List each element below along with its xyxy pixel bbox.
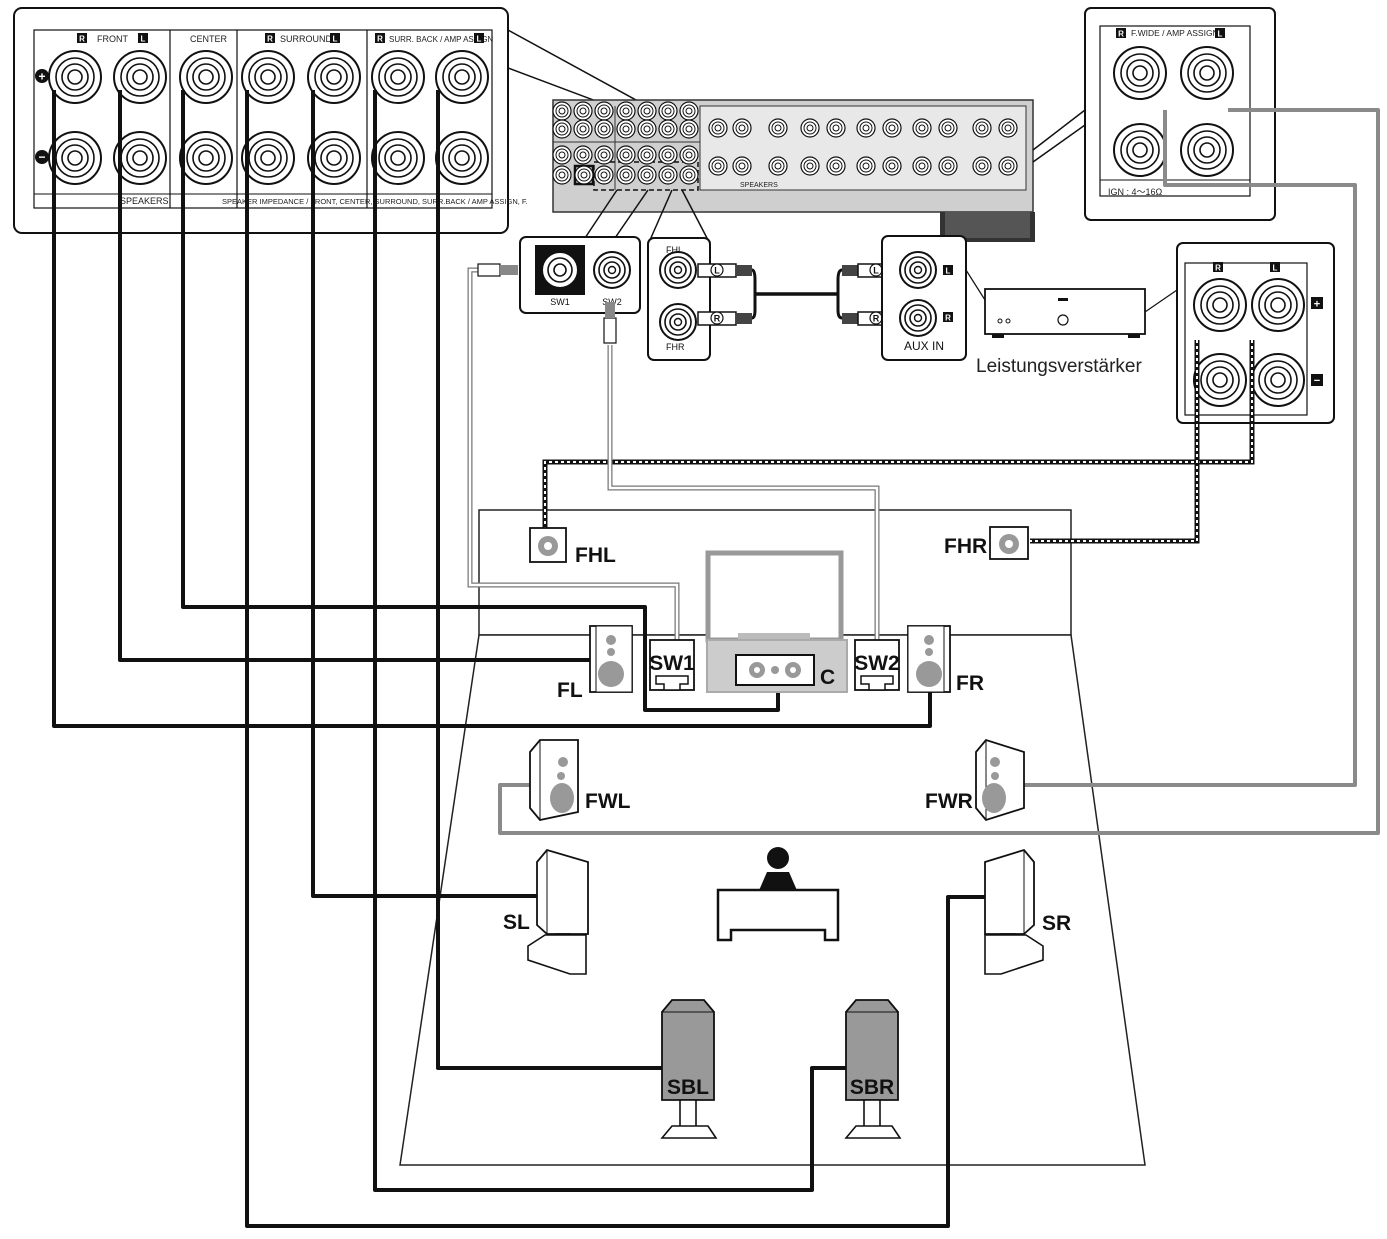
front-height-speaker-cables [542,340,1255,544]
listener-sofa [716,847,840,942]
svg-text:−: − [1314,375,1320,387]
sw1-jack-label: SW1 [550,297,570,307]
label-fwr: FWR [925,790,973,813]
aux-r-badge: R [945,314,951,323]
aux-in-callout: L R AUX IN [881,235,967,361]
speaker-sl: SL [503,848,589,975]
label-fl: FL [557,679,583,702]
fwide-title: F.WIDE / AMP ASSIGN [1131,28,1219,38]
speaker-sbl: SBL [660,999,718,1139]
fhl-jack-label: FHL [666,245,683,255]
amp-name-label: Leistungsverstärker [976,356,1142,377]
r-badge-surround: R [267,35,273,44]
l-badge-surround: L [333,35,338,44]
label-sbr: SBR [850,1076,894,1099]
surr-back-label: SURR. BACK / AMP ASSIGN [389,35,494,44]
power-amplifier: Leistungsverstärker [976,288,1146,377]
aux-in-label: AUX IN [904,339,944,353]
svg-text:+: + [1314,299,1320,311]
l-badge-front: L [141,35,146,44]
left-speaker-terminal-panel: R FRONT L CENTER R SURROUND L R SURR. BA… [13,7,528,234]
label-sbl: SBL [667,1076,709,1099]
label-sl: SL [503,911,530,934]
receiver-back-panel: SPEAKERS [552,99,1035,242]
svg-text:R: R [714,314,721,324]
receiver-speakers-label: SPEAKERS [740,182,778,189]
label-fhl: FHL [575,544,616,567]
label-fr: FR [956,672,984,695]
subwoofer-cables [467,263,880,640]
fwide-impedance: IGN : 4～16Ω [1108,187,1163,197]
l-badge-fwide: L [1218,30,1223,39]
fwide-terminal-panel: R F.WIDE / AMP ASSIGN L IGN : 4～16Ω [1084,7,1276,221]
rca-cable-front-height: L R L R [697,263,895,326]
speaker-fwl: FWL [529,739,631,821]
speaker-cables [52,90,985,1228]
amp-l-badge: L [1273,264,1278,273]
svg-text:+: + [38,70,45,84]
subwoofer-sw1: SW1 [649,639,695,691]
speaker-sbr: SBR [844,999,902,1139]
speaker-fhl: FHL [529,527,616,567]
speaker-sr: SR [984,848,1071,975]
front-height-preout-callout: FHL FHR [647,189,711,361]
fhr-jack-label: FHR [666,342,685,352]
label-sw2: SW2 [854,652,900,675]
l-badge-surrback: L [477,35,482,44]
speaker-fwr: FWR [925,738,1025,822]
svg-text:L: L [714,266,720,276]
surround-label: SURROUND [280,34,333,44]
speaker-center: C [735,654,835,689]
aux-l-badge: L [946,267,951,276]
label-sr: SR [1042,912,1071,935]
subwoofer-sw2: SW2 [854,639,900,691]
center-label: CENTER [190,34,228,44]
label-sw1: SW1 [649,652,695,675]
label-c: C [820,666,835,689]
svg-text:R: R [873,314,880,324]
r-badge-front: R [79,35,85,44]
speaker-fr: FR [907,625,984,695]
label-fhr: FHR [944,535,987,558]
speaker-fl: FL [557,625,633,702]
label-fwl: FWL [585,790,631,813]
r-badge-fwide: R [1118,30,1124,39]
svg-text:−: − [38,150,45,164]
r-badge-surrback: R [377,35,383,44]
amp-terminal-callout: R L + − [1176,242,1335,424]
fwide-cables [498,108,1380,835]
svg-text:L: L [873,266,879,276]
speakers-label: SPEAKERS [120,196,169,206]
front-label: FRONT [97,34,128,44]
amp-r-badge: R [1215,264,1221,273]
speaker-fhr: FHR [944,526,1029,560]
